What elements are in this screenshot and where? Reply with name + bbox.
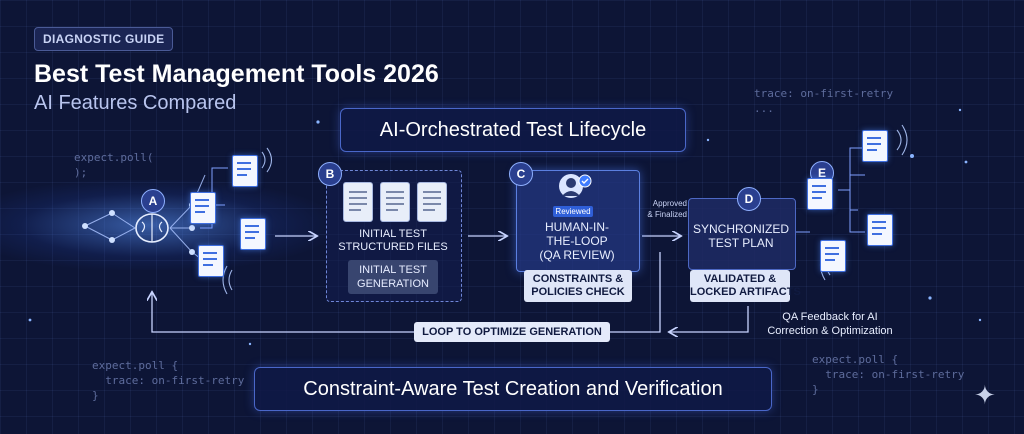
document-icon bbox=[820, 240, 846, 272]
code-snippet-bottom-right: expect.poll { trace: on-first-retry } bbox=[812, 353, 965, 396]
loop-label: LOOP TO OPTIMIZE GENERATION bbox=[414, 322, 610, 342]
diagnostic-badge: DIAGNOSTIC GUIDE bbox=[34, 27, 174, 51]
document-icon bbox=[867, 214, 893, 246]
footer-title: Constraint-Aware Test Creation and Verif… bbox=[254, 367, 772, 411]
step-d-label: SYNCHRONIZED TEST PLAN bbox=[692, 222, 789, 250]
code-snippet-top-right: trace: on-first-retry ... bbox=[754, 87, 894, 115]
step-b-marker: B bbox=[318, 162, 342, 186]
neural-net bbox=[84, 174, 206, 263]
document-icon bbox=[807, 178, 833, 210]
file-icon bbox=[380, 182, 410, 222]
code-snippet-top-left: expect.poll( ); bbox=[74, 151, 154, 179]
page-subtitle: AI Features Compared bbox=[34, 92, 237, 114]
file-icon bbox=[343, 182, 373, 222]
document-icon bbox=[240, 218, 266, 250]
step-c-label: HUMAN-IN- THE-LOOP (QA REVIEW) bbox=[539, 220, 615, 262]
reviewer-avatar-icon bbox=[559, 174, 592, 198]
document-icon bbox=[190, 192, 216, 224]
step-c-tag: CONSTRAINTS & POLICIES CHECK bbox=[524, 270, 632, 302]
code-snippet-bottom-left: expect.poll { trace: on-first-retry } bbox=[92, 359, 245, 402]
step-b-tag: INITIAL TEST GENERATION bbox=[348, 260, 438, 294]
document-icon bbox=[862, 130, 888, 162]
step-d-marker: D bbox=[737, 187, 761, 211]
step-a-marker: A bbox=[141, 189, 165, 213]
document-icon bbox=[232, 155, 258, 187]
page-title: Best Test Management Tools 2026 bbox=[34, 60, 439, 88]
feedback-label: QA Feedback for AI Correction & Optimiza… bbox=[767, 311, 893, 337]
ai-glow bbox=[0, 180, 330, 270]
step-d-box bbox=[688, 198, 796, 270]
approved-label: Approved & Finalized bbox=[647, 199, 687, 219]
brain-icon bbox=[135, 213, 169, 243]
step-b-label: INITIAL TEST STRUCTURED FILES bbox=[338, 228, 448, 253]
lifecycle-title: AI-Orchestrated Test Lifecycle bbox=[340, 108, 686, 152]
step-d-tag: VALIDATED & LOCKED ARTIFACTS bbox=[690, 270, 801, 302]
step-c-marker: C bbox=[509, 162, 533, 186]
sparkle-icon: ✦ bbox=[974, 380, 996, 410]
reviewed-badge: Reviewed bbox=[553, 206, 593, 217]
file-icon bbox=[417, 182, 447, 222]
document-icon bbox=[198, 245, 224, 277]
